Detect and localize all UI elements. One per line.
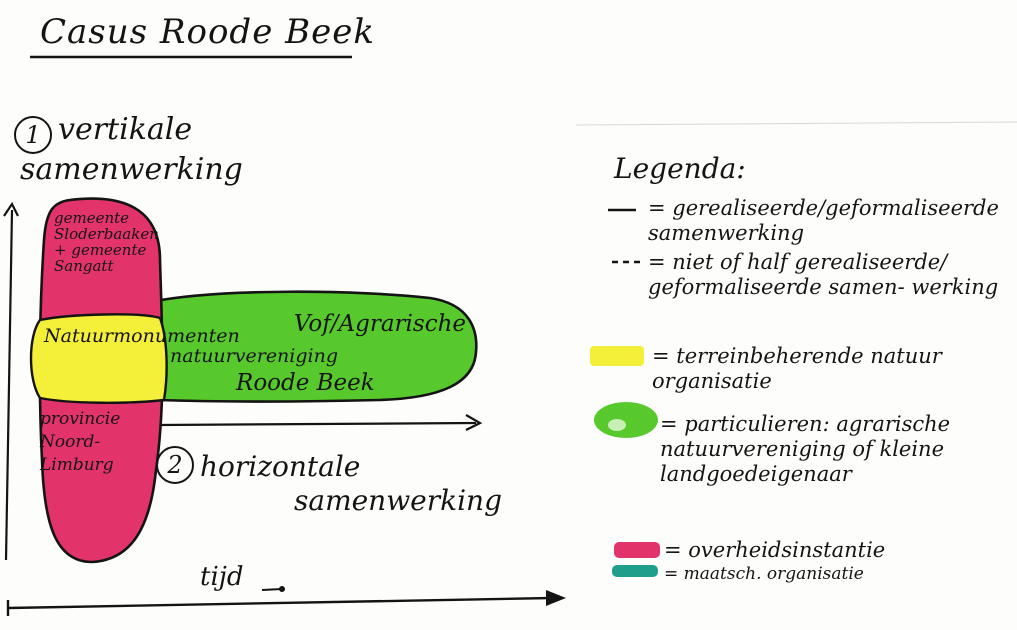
vertical-axis [4,209,14,561]
legend-green-swatch-highlight [608,419,626,431]
legend-item-red: = overheidsinstantie [664,538,886,562]
legend-item-green: = particulieren: agrarische natuurvereni… [660,412,951,486]
legend-yellow-swatch [590,346,644,366]
horizontal-number-circle: 2 [156,446,194,484]
nature-organisation-shape [29,313,168,404]
horizontal-label-line2: samenwerking [294,484,503,517]
legend-item-yellow: = terreinbeherende natuur organisatie [652,344,942,393]
vof-label: Vof/Agrarische [293,311,466,337]
legend-item-solid: = gerealiseerde/geformaliseerde samenwer… [648,196,999,245]
time-axis-label: tijd [200,562,244,592]
legend-teal-swatch [612,565,658,577]
legend-red-swatch [614,542,660,558]
nature-organisation-label: Natuurmonumenten [44,325,240,347]
vertical-number-circle: 1 [14,116,52,154]
paper-fold-line [575,121,1017,126]
tijd-arrow-dot [279,586,285,592]
legend-item-teal: = maatsch. organisatie [664,564,864,584]
time-axis-arrow [546,590,566,606]
diagram-title: Casus Roode Beek [40,12,375,52]
legend-green-swatch [594,402,658,438]
private-organisation-shape [148,290,478,403]
legend-title: Legenda: [614,152,746,185]
tijd-arrow [261,588,283,591]
province-label: provincie Noord-Limburg [40,409,121,475]
time-axis [7,596,553,610]
horizontal-arrow-head [465,414,483,431]
vertical-label-line2: samenwerking [20,152,243,187]
horizontal-arrow [159,421,477,427]
roode-beek-label: Roode Beek [236,370,375,396]
natuurvereniging-label: natuurvereniging [170,345,339,367]
vertical-label-line1: vertikale [58,112,193,147]
government-top-label: gemeente Sloderbaaken + gemeente Sangatt [54,209,159,275]
vertical-axis-arrow [3,201,19,217]
legend-item-dashed: = niet of half gerealiseerde/ geformalis… [648,250,999,299]
horizontal-label-line1: horizontale [200,450,361,483]
